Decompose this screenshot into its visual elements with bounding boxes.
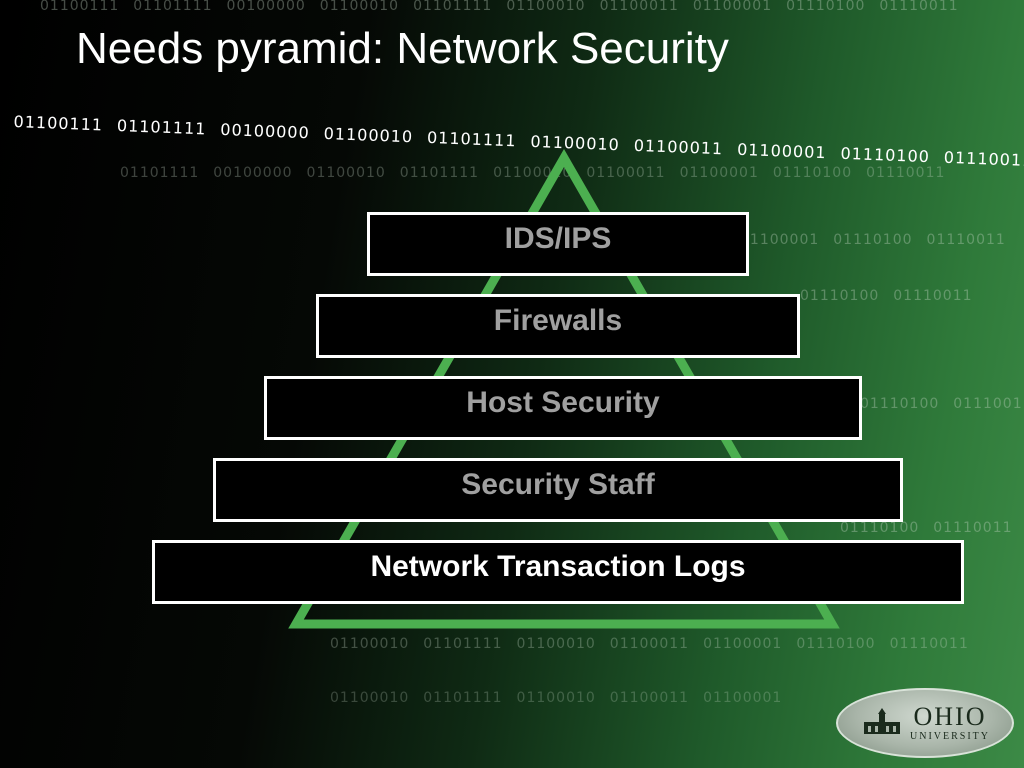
- pyramid-level-ids-ips: IDS/IPS: [367, 212, 749, 276]
- pyramid-level-host-security: Host Security: [264, 376, 862, 440]
- logo-name: OHIO: [913, 702, 987, 731]
- pyramid-level-firewalls: Firewalls: [316, 294, 800, 358]
- pyramid-level-label: Firewalls: [493, 304, 623, 337]
- pyramid-level-label: Security Staff: [461, 468, 655, 501]
- pyramid-level-network-transaction-logs: Network Transaction Logs: [152, 540, 964, 604]
- building-icon: [864, 708, 900, 734]
- pyramid-level-security-staff: Security Staff: [213, 458, 903, 522]
- slide-title: Needs pyramid: Network Security: [76, 24, 729, 73]
- logo-subtitle: UNIVERSITY: [910, 731, 990, 742]
- pyramid-level-label: Host Security: [466, 386, 660, 419]
- logo-wordmark: OHIO UNIVERSITY: [910, 704, 990, 742]
- university-logo: OHIO UNIVERSITY: [836, 688, 1014, 758]
- pyramid-level-label: Network Transaction Logs: [370, 550, 746, 583]
- pyramid-level-label: IDS/IPS: [504, 222, 612, 255]
